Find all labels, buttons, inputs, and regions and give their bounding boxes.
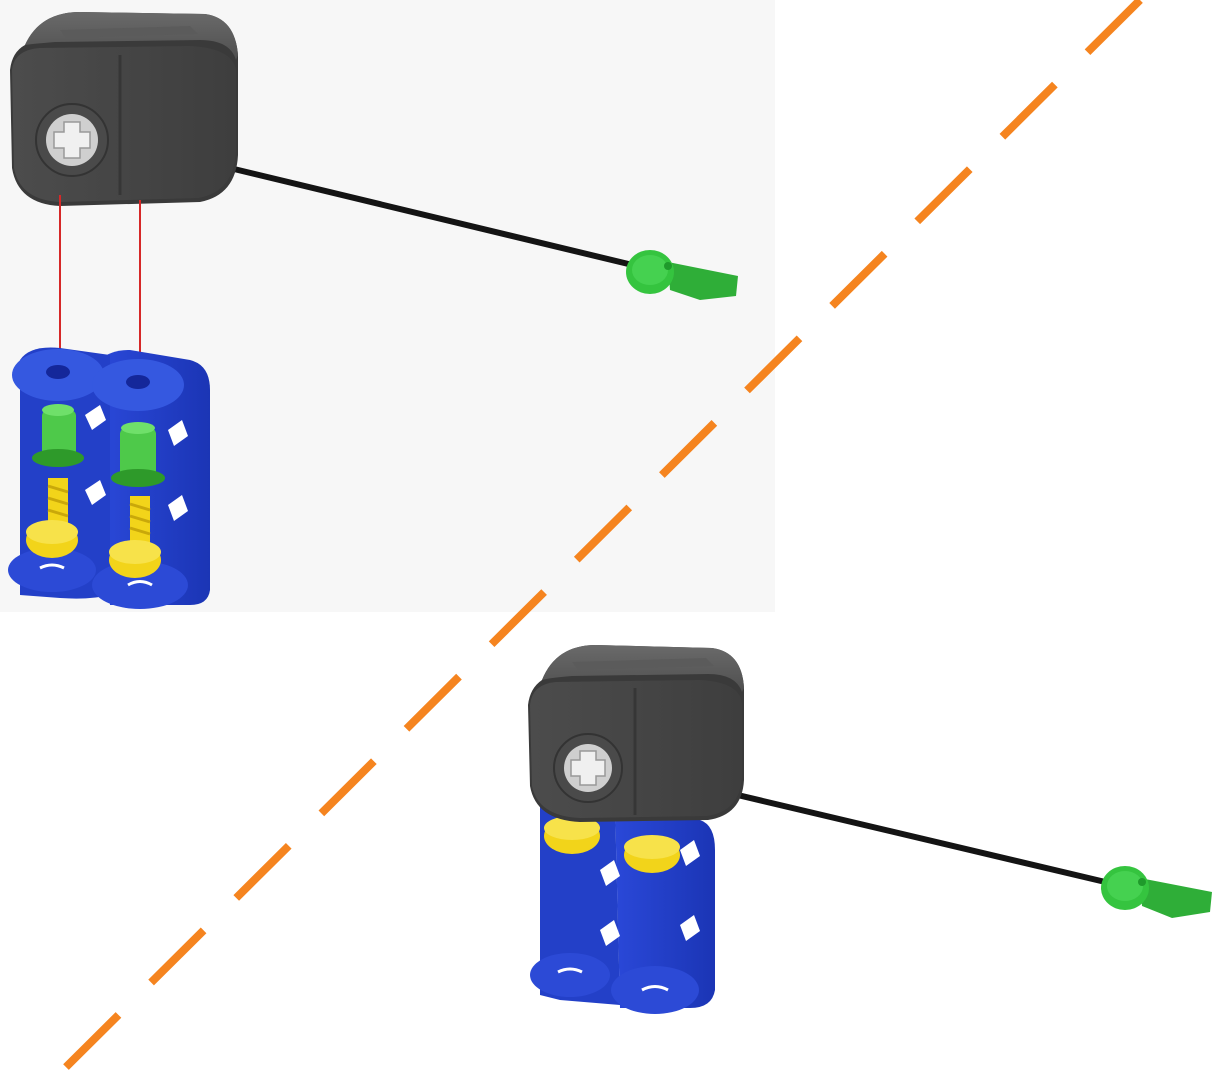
- assembled-cable: [700, 778, 1121, 888]
- assembled-screw-left: [544, 816, 600, 854]
- panel-divider-dashed-line: [52, 0, 1143, 1081]
- assembled-connector: [1101, 866, 1212, 918]
- assembled-motor: [528, 645, 744, 822]
- assembled-bracket: [530, 800, 715, 1014]
- exploded-pin-right: [111, 422, 165, 487]
- exploded-screw-right: [109, 496, 161, 578]
- exploded-bracket: [8, 347, 210, 609]
- exploded-screw-left: [26, 478, 78, 558]
- exploded-connector: [626, 250, 738, 300]
- assembled-screw-right: [624, 835, 680, 873]
- assembled-view: [528, 645, 1212, 1014]
- exploded-motor: [10, 12, 238, 206]
- exploded-pin-left: [32, 404, 84, 467]
- exploded-view: [8, 12, 738, 609]
